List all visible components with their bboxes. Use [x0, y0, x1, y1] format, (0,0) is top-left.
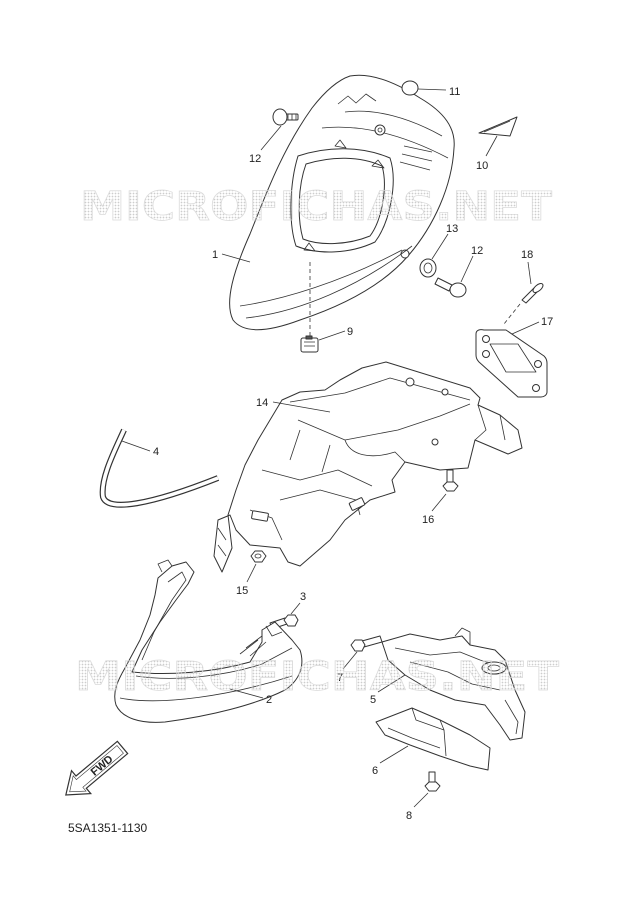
leader-11 — [417, 88, 447, 91]
leader-5 — [377, 674, 406, 693]
leader-6 — [379, 745, 409, 764]
callout-8: 8 — [406, 810, 412, 822]
callout-15: 15 — [236, 585, 248, 597]
part-15-nut — [250, 550, 267, 563]
callout-12-upper: 12 — [249, 153, 261, 165]
leader-16 — [431, 493, 447, 512]
part-11-cap — [401, 80, 419, 96]
part-8-bolt — [424, 771, 441, 792]
callout-1: 1 — [212, 249, 218, 261]
callout-11: 11 — [449, 86, 460, 98]
leader-2 — [229, 688, 264, 699]
callout-17: 17 — [541, 316, 553, 328]
callout-18: 18 — [521, 249, 533, 261]
leader-lines — [121, 88, 540, 808]
callout-5: 5 — [370, 694, 376, 706]
callout-12-lower: 12 — [471, 245, 483, 257]
leader-14 — [272, 401, 331, 413]
callout-3: 3 — [300, 591, 306, 603]
part-18-rivet — [521, 283, 544, 304]
leader-9 — [318, 330, 346, 341]
callout-9: 9 — [347, 326, 353, 338]
callout-4: 4 — [153, 446, 159, 458]
leader-17 — [511, 321, 540, 335]
leader-12-upper — [260, 125, 282, 151]
part-12-bolt-upper — [272, 108, 299, 126]
callout-7: 7 — [337, 672, 343, 684]
leader-4 — [121, 440, 151, 452]
assembly-line-18 — [503, 303, 521, 325]
callout-10: 10 — [476, 160, 488, 172]
part-code: 5SA1351-1130 — [68, 821, 148, 835]
watermark-top: MICROFICHAS.NET — [80, 184, 553, 230]
leader-15 — [246, 563, 257, 583]
callout-6: 6 — [372, 765, 378, 777]
watermark-bottom: MICROFICHAS.NET — [75, 654, 560, 700]
leader-3 — [290, 602, 301, 615]
leader-13 — [431, 233, 449, 260]
leader-12-lower — [460, 255, 474, 283]
part-13-grommet — [419, 258, 437, 278]
leader-10 — [485, 135, 498, 157]
callout-2: 2 — [266, 694, 272, 706]
callout-16: 16 — [422, 514, 434, 526]
callout-14: 14 — [256, 397, 268, 409]
part-6-guard — [375, 707, 491, 771]
part-16-bolt — [442, 469, 459, 492]
part-14-inner-fender — [213, 361, 523, 573]
part-2-bracket — [114, 559, 303, 723]
part-12-bolt-lower — [434, 277, 467, 298]
part-9-clip — [300, 335, 319, 353]
leader-1 — [221, 253, 251, 263]
leader-18 — [527, 261, 532, 285]
callout-13: 13 — [446, 223, 458, 235]
leader-7 — [342, 651, 358, 670]
leader-8 — [413, 792, 429, 808]
part-10-plate — [478, 116, 518, 137]
part-5-flap — [381, 627, 526, 741]
part-4-strip — [99, 428, 220, 508]
callout-labels: 11 12 10 1 13 12 18 17 9 14 4 16 15 3 7 … — [153, 86, 553, 822]
part-1-cover — [229, 74, 455, 331]
part-17-plate — [475, 329, 548, 398]
